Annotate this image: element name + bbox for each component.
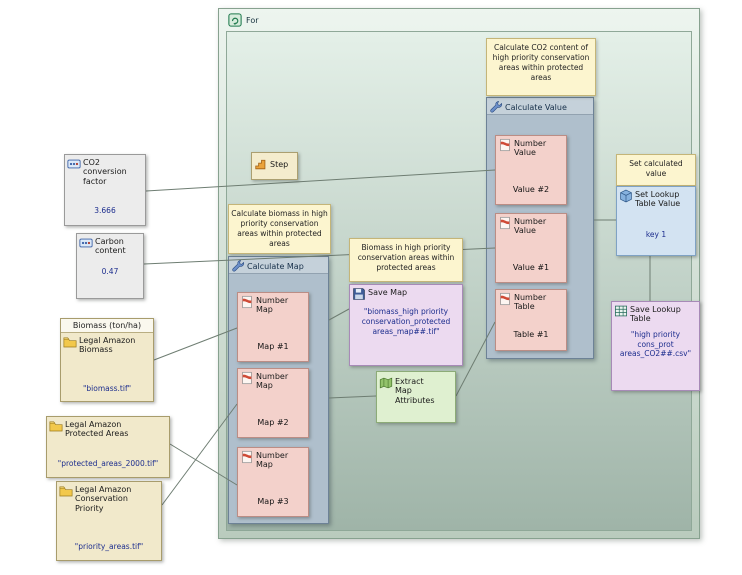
loop-icon: [228, 13, 242, 27]
node-title: Save Lookup Table: [630, 305, 681, 324]
port-label: Map #2: [257, 418, 289, 427]
number-port-icon: [498, 216, 512, 230]
node-title: Carbon content: [95, 237, 126, 256]
node-value: 0.47: [101, 267, 119, 276]
node-title: Number Map: [256, 451, 289, 470]
node-title: Number Value: [514, 139, 547, 158]
floppy-disk-icon: [352, 287, 366, 301]
port-label: Map #1: [257, 342, 289, 351]
node-number-value-1[interactable]: Number Value Value #1: [495, 213, 567, 283]
node-title: Step: [270, 159, 289, 169]
comment-biomass-result[interactable]: Biomass in high priority conservation ar…: [349, 238, 463, 282]
node-title: Save Map: [368, 288, 408, 297]
port-label: Value #1: [512, 263, 550, 272]
node-title: Legal Amazon Conservation Priority: [75, 485, 132, 513]
port-label: Map #3: [257, 497, 289, 506]
node-value: "biomass.tif": [82, 384, 132, 393]
node-header: Save Map: [350, 285, 462, 301]
number-widget-icon: [79, 236, 93, 250]
node-value: "protected_areas_2000.tif": [57, 459, 159, 468]
node-number-map-1[interactable]: Number Map Map #1: [237, 292, 309, 362]
node-title: Number Value: [514, 217, 547, 236]
node-carbon-content[interactable]: Carbon content 0.47: [76, 233, 144, 299]
number-port-icon: [498, 292, 512, 306]
node-number-map-3[interactable]: Number Map Map #3: [237, 447, 309, 517]
for-loop-titlebar: For: [228, 13, 259, 27]
node-value: "priority_areas.tif": [74, 542, 144, 551]
cube-icon: [619, 189, 633, 203]
comment-calculate-biomass[interactable]: Calculate biomass in high priority conse…: [228, 204, 331, 254]
calculate-value-header: Calculate Value: [487, 98, 593, 115]
number-widget-icon: [67, 157, 81, 171]
node-header: Legal Amazon Biomass: [61, 333, 153, 355]
node-header: Legal Amazon Protected Areas: [47, 417, 169, 439]
node-set-lookup-table-value[interactable]: Set Lookup Table Value key 1: [616, 186, 696, 256]
folder-icon: [63, 335, 77, 349]
node-value: "biomass_high priority conservation_prot…: [361, 307, 451, 336]
node-title: Extract Map Attributes: [395, 377, 435, 405]
port-label: Table #1: [513, 330, 549, 339]
node-header: Number Map: [238, 448, 308, 470]
node-number-table-1[interactable]: Number Table Table #1: [495, 289, 567, 351]
node-co2-conversion-factor[interactable]: CO2 conversion factor 3.666: [64, 154, 146, 226]
node-title: Legal Amazon Biomass: [79, 336, 136, 355]
node-title: Set Lookup Table Value: [635, 190, 681, 209]
node-legal-amazon-protected-areas[interactable]: Legal Amazon Protected Areas "protected_…: [46, 416, 170, 478]
node-header: Legal Amazon Conservation Priority: [57, 482, 161, 513]
node-extract-map-attributes[interactable]: Extract Map Attributes: [376, 371, 456, 423]
table-grid-icon: [614, 304, 628, 318]
node-number-value-2[interactable]: Number Value Value #2: [495, 135, 567, 205]
node-title: Number Table: [514, 293, 547, 312]
number-port-icon: [240, 371, 254, 385]
comment-calculate-co2[interactable]: Calculate CO2 content of high priority c…: [486, 38, 596, 96]
node-value: 3.666: [94, 206, 116, 215]
node-header: Set Lookup Table Value: [617, 187, 695, 209]
node-value: "high priority cons_prot areas_CO2##.csv…: [619, 329, 692, 359]
number-port-icon: [240, 450, 254, 464]
node-header: CO2 conversion factor: [65, 155, 145, 186]
step-icon: [254, 157, 268, 171]
node-save-lookup-table[interactable]: Save Lookup Table "high priority cons_pr…: [611, 301, 700, 391]
node-title: CO2 conversion factor: [83, 158, 127, 186]
map-layers-icon: [379, 376, 393, 390]
group-title: Calculate Map: [247, 261, 304, 271]
wrench-icon: [231, 259, 245, 273]
node-save-map[interactable]: Save Map "biomass_high priority conserva…: [349, 284, 463, 366]
node-header: Number Value: [496, 136, 566, 158]
node-header: Number Map: [238, 369, 308, 391]
node-legal-amazon-biomass[interactable]: Biomass (ton/ha) Legal Amazon Biomass "b…: [60, 318, 154, 402]
node-value: key 1: [645, 230, 667, 239]
number-port-icon: [498, 138, 512, 152]
calculate-map-header: Calculate Map: [229, 257, 328, 274]
node-header: Step: [252, 153, 297, 171]
node-header: Number Map: [238, 293, 308, 315]
node-title: Legal Amazon Protected Areas: [65, 420, 129, 439]
node-caption: Biomass (ton/ha): [61, 319, 153, 333]
node-title: Number Map: [256, 372, 289, 391]
node-number-map-2[interactable]: Number Map Map #2: [237, 368, 309, 438]
folder-icon: [49, 419, 63, 433]
comment-set-calculated-value[interactable]: Set calculated value: [616, 154, 696, 186]
folder-icon: [59, 484, 73, 498]
node-title: Number Map: [256, 296, 289, 315]
for-loop-label: For: [246, 15, 259, 25]
node-header: Extract Map Attributes: [377, 372, 455, 405]
port-label: Value #2: [512, 185, 550, 194]
node-header: Number Table: [496, 290, 566, 312]
group-title: Calculate Value: [505, 102, 567, 112]
node-legal-amazon-conservation-priority[interactable]: Legal Amazon Conservation Priority "prio…: [56, 481, 162, 561]
node-header: Carbon content: [77, 234, 143, 256]
node-header: Number Value: [496, 214, 566, 236]
number-port-icon: [240, 295, 254, 309]
node-step[interactable]: Step: [251, 152, 298, 180]
node-header: Save Lookup Table: [612, 302, 699, 324]
wrench-icon: [489, 100, 503, 114]
